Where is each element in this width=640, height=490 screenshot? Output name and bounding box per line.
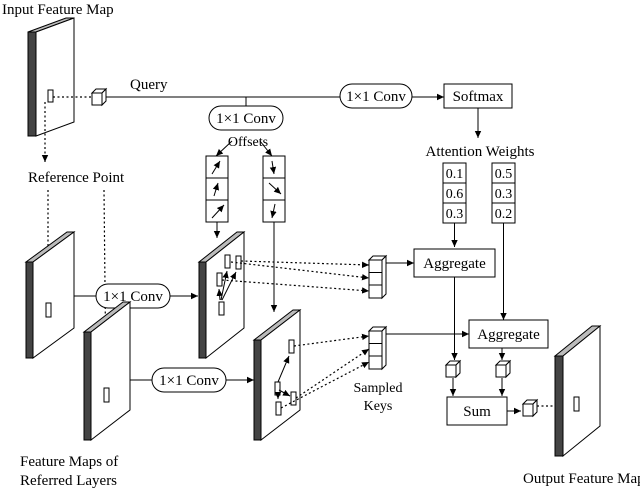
- input-feature-map: [27, 17, 75, 137]
- projected-map-2: [252, 308, 302, 442]
- conv-offsets-label: 1×1 Conv: [216, 111, 276, 127]
- conv-level-1-label: 1×1 Conv: [103, 289, 163, 305]
- aggregate-output-cube-2: [494, 359, 512, 379]
- output-feature-map: [553, 324, 602, 458]
- sum-output-cube: [521, 398, 539, 418]
- aggregate-node-2: [468, 319, 549, 349]
- weight-value: 0.3: [495, 187, 513, 202]
- softmax-label: Softmax: [453, 89, 504, 105]
- weight-value: 0.6: [446, 187, 464, 202]
- input-feature-map-label: Input Feature Map: [2, 2, 114, 18]
- aggregate-label-2: Aggregate: [477, 327, 540, 343]
- conv-level-2-label: 1×1 Conv: [159, 373, 219, 389]
- aggregate-output-cube-1: [444, 359, 462, 379]
- sum-node: [446, 396, 508, 426]
- offsets-label: Offsets: [228, 135, 268, 150]
- sampled-label: Sampled: [354, 381, 403, 396]
- offsets-group-1: [205, 155, 229, 223]
- weight-value: 0.5: [495, 167, 513, 182]
- weight-value: 0.1: [446, 167, 464, 182]
- conv-offsets-node: [208, 105, 284, 131]
- projected-map-1: [197, 230, 246, 360]
- sampled-keys-2: [367, 325, 388, 371]
- offsets-group-2: [262, 155, 286, 223]
- weight-value: 0.3: [446, 207, 464, 222]
- reference-point-label: Reference Point: [28, 170, 125, 186]
- output-feature-map-label: Output Feature Map: [523, 471, 640, 487]
- conv-attn-node: [339, 83, 413, 109]
- feature-map-level-1: [24, 231, 76, 359]
- weight-value: 0.2: [495, 207, 513, 222]
- attention-weights-label: Attention Weights: [426, 144, 535, 160]
- query-label: Query: [130, 77, 168, 93]
- aggregate-node-1: [413, 248, 496, 278]
- feature-maps-label-line2: Referred Layers: [20, 473, 117, 489]
- attention-weights-group-2: 0.5 0.3 0.2: [491, 162, 516, 224]
- input-query-point: [47, 89, 54, 103]
- attention-weights-group-1: 0.1 0.6 0.3: [442, 162, 467, 224]
- keys-label: Keys: [364, 399, 393, 414]
- feature-map-level-2: [82, 300, 132, 442]
- query-cube-icon: [90, 87, 108, 107]
- sampled-keys-1: [367, 254, 388, 300]
- sum-label: Sum: [463, 404, 491, 420]
- aggregate-label-1: Aggregate: [423, 256, 486, 272]
- conv-attn-label: 1×1 Conv: [346, 89, 406, 105]
- feature-maps-label-line1: Feature Maps of: [20, 454, 118, 470]
